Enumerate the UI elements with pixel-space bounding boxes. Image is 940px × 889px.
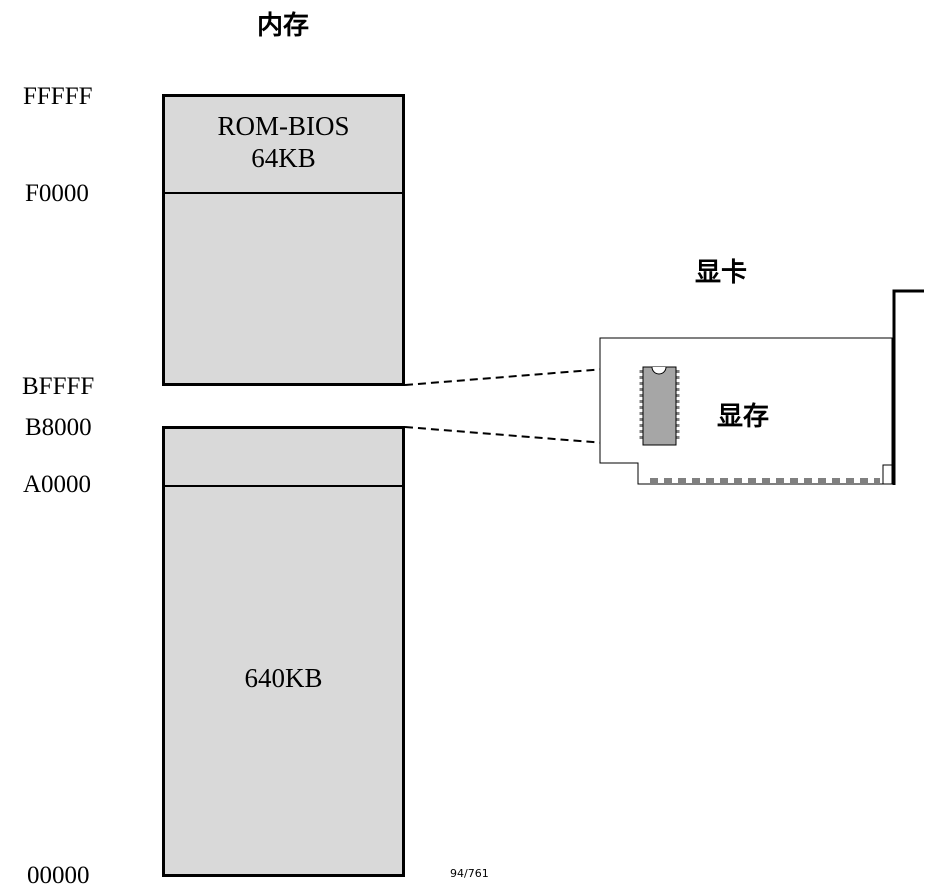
vram-chip [642, 366, 677, 446]
a0000-boundary [165, 485, 402, 487]
conventional-memory-label: 640KB [244, 663, 323, 693]
rom-bios-boundary [165, 192, 402, 194]
address-bffff: BFFFF [22, 373, 95, 400]
video-card-title: 显卡 [695, 258, 748, 288]
vram-label: 显存 [717, 402, 770, 432]
vram-chip-pins [639, 370, 680, 442]
address-00000: 00000 [27, 862, 90, 889]
address-fffff: FFFFF [23, 83, 93, 110]
rom-bios-label: ROM-BIOS 64KB [165, 110, 402, 175]
address-f0000: F0000 [25, 180, 89, 207]
video-card-bracket [892, 289, 924, 485]
page-number: 94/761 [450, 867, 489, 880]
address-b8000: B8000 [25, 414, 92, 441]
address-a0000: A0000 [23, 471, 92, 498]
memory-title: 内存 [257, 11, 310, 41]
video-card-notch [882, 464, 892, 484]
lower-memory-block [162, 426, 405, 877]
vram-chip-notch [651, 366, 667, 375]
upper-memory-block [162, 94, 405, 386]
rom-bios-size: 64KB [251, 143, 316, 174]
rom-bios-name: ROM-BIOS [217, 111, 350, 141]
